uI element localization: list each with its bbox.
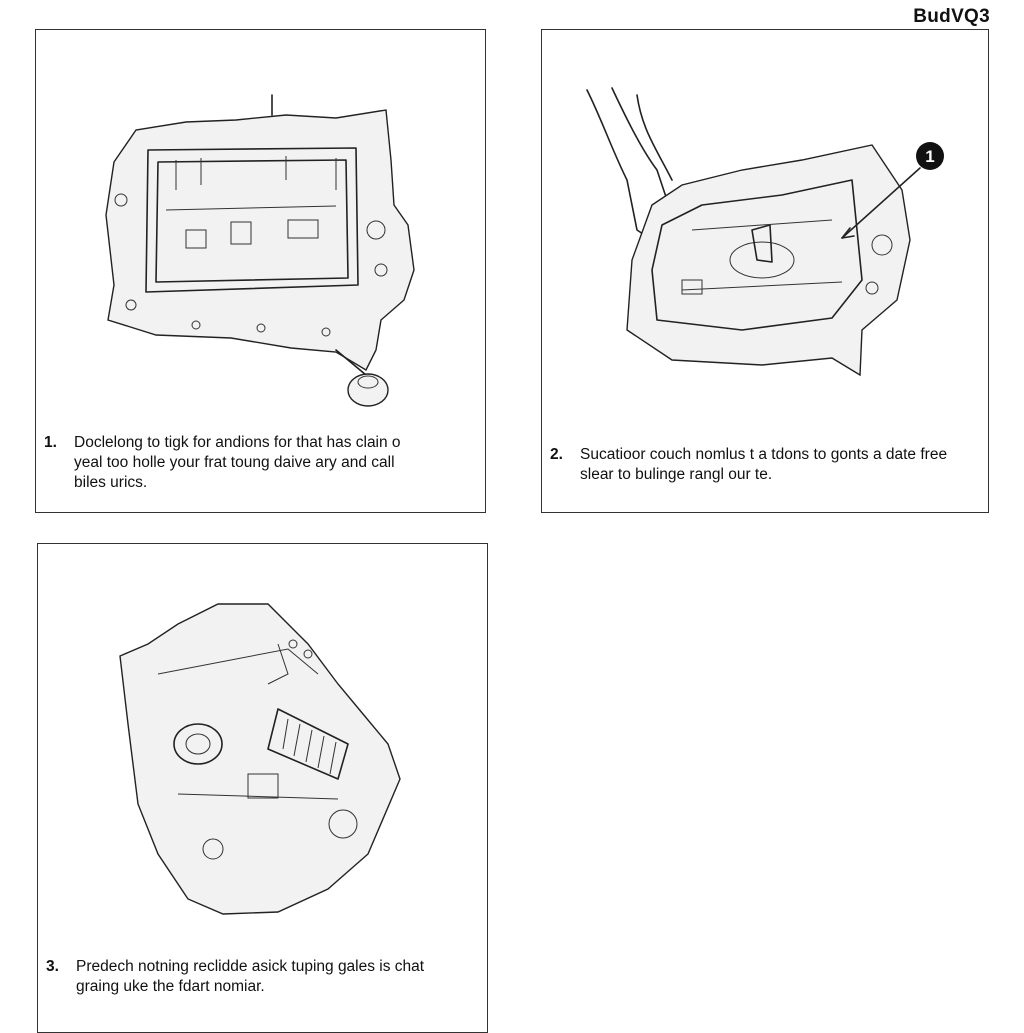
step-3-panel: 3. Predech notning reclidde asick tuping… [37, 543, 488, 1033]
oil-pan-top-view-illustration [105, 94, 415, 407]
step-1-panel: 1. Doclelong to tigk for andions for tha… [35, 29, 486, 513]
step-1-line-2: yeal too holle your frat toung daive ary… [74, 454, 395, 471]
callout-badge [916, 142, 944, 170]
step-2-line-1: Sucatioor couch nomlus t a tdons to gont… [580, 446, 948, 463]
step-3-line-1: Predech notning reclidde asick tuping ga… [76, 958, 425, 975]
step-1-number: 1. [44, 434, 57, 451]
step-2-line-2: slear to bulinge rangl our te. [580, 466, 773, 483]
pan-removal-illustration: 1 [586, 87, 944, 377]
document-code: BudVQ3 [913, 6, 990, 27]
step-1-line-1: Doclelong to tigk for andions for that h… [74, 434, 401, 451]
step-1-line-3: biles urics. [74, 474, 148, 491]
step-3-line-2: graing uke the fdart nomiar. [76, 978, 265, 995]
callout-number: 1 [925, 147, 934, 166]
step-2-panel: 1 2. Sucatioor couch nomlus t a tdons to… [541, 29, 989, 513]
step-2-number: 2. [550, 446, 563, 463]
engine-underside-illustration [119, 603, 401, 915]
step-3-number: 3. [46, 958, 59, 975]
